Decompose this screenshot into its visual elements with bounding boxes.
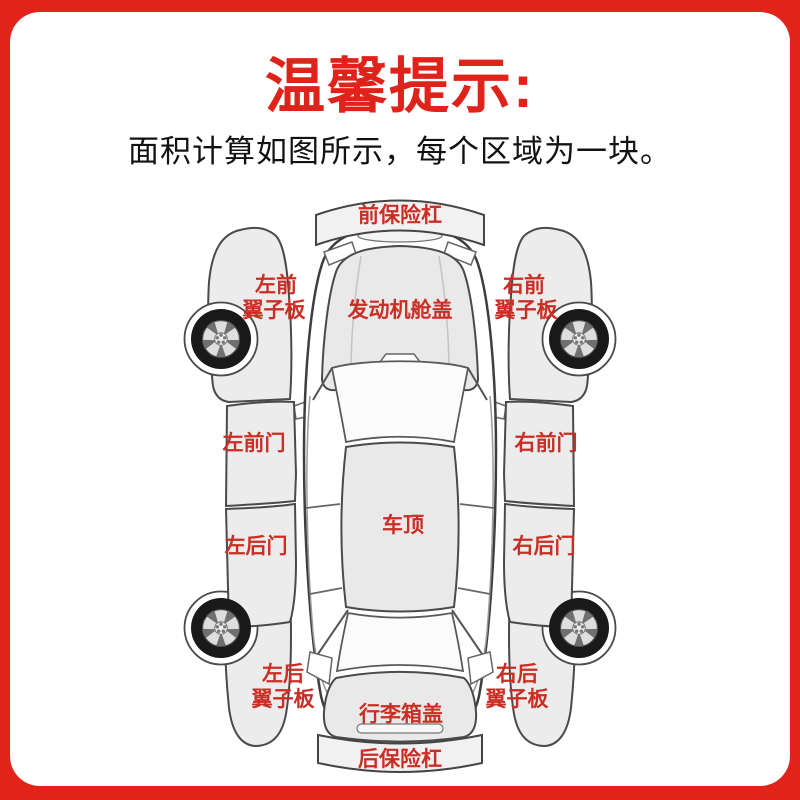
front-bumper-panel [315,199,485,247]
license-plate-slot [356,723,444,734]
label-left-rear-fender-line1: 左后 [262,662,304,686]
label-left-rear-door: 左后门 [225,534,288,558]
label-front-bumper: 前保险杠 [358,203,442,227]
b-pillar-left [305,503,341,509]
label-right-rear-door: 右后门 [513,534,576,558]
label-left-front-fender-line2: 翼子板 [243,299,307,322]
label-rear-bumper: 后保险杠 [358,747,442,771]
label-hood: 发动机舱盖 [347,298,453,322]
label-roof: 车顶 [382,513,424,537]
c-pillar-right [451,609,483,655]
label-trunk-lid: 行李箱盖 [358,702,443,726]
label-left-rear-fender-line2: 翼子板 [252,688,316,711]
a-pillar-right [467,367,488,401]
label-left-front-fender-line1: 左前 [255,273,297,297]
windshield [330,360,470,444]
left-front-door-panel [224,400,298,508]
roof-panel [340,441,460,613]
label-right-front-fender-line2: 翼子板 [495,299,559,322]
label-left-front-door: 左前门 [223,431,286,455]
c-pillar-left [317,609,349,655]
label-right-front-door: 右前门 [515,431,578,455]
label-right-front-fender-line1: 右前 [503,273,545,297]
left-rear-wheel [190,597,252,659]
left-side-panels [183,226,311,748]
door-seam-left [309,587,343,595]
a-pillar-left [312,367,333,401]
page-subtitle: 面积计算如图所示，每个区域为一块。 [128,134,672,169]
rear-window [335,611,465,673]
door-seam-right [457,587,491,595]
right-tail-light [467,651,494,686]
page-title: 温馨提示: [265,53,535,120]
label-right-rear-fender-line2: 翼子板 [486,688,550,711]
left-tail-light [306,651,333,686]
label-right-rear-fender-line1: 右后 [496,662,538,686]
b-pillar-right [459,503,495,509]
rear-bumper-panel [317,733,483,773]
hood-crease-right [438,255,450,375]
hood-crease-left [350,255,362,375]
